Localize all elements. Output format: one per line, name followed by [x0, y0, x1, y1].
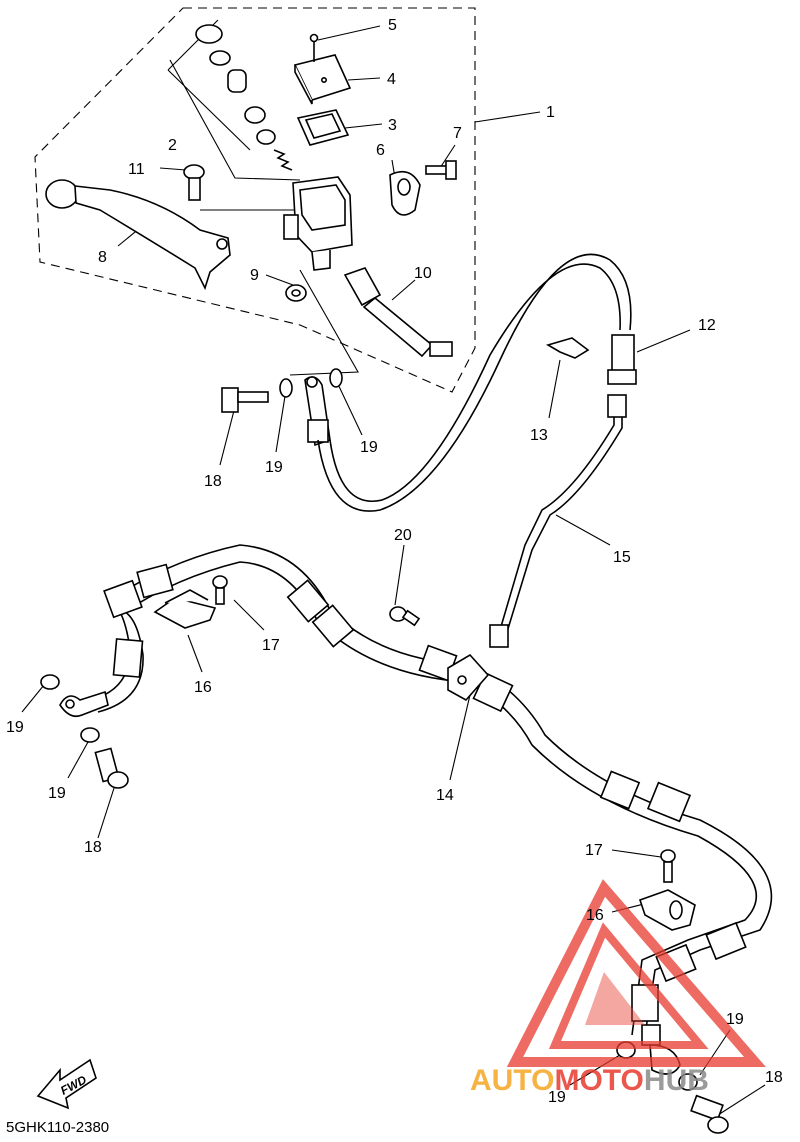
union-bolt: [221, 387, 269, 413]
holder-bolt-20: [389, 606, 421, 627]
reservoir-cap: [293, 33, 352, 105]
banjo-fitting-upper: [304, 376, 331, 447]
hose-corrugations: [103, 563, 747, 1022]
copper-washer: [279, 378, 293, 398]
banjo-fitting-left: [59, 690, 109, 718]
label-19-e: 19: [548, 1089, 566, 1106]
assembly-boundary: [34, 7, 476, 393]
label-19-a: 19: [265, 459, 283, 476]
pivot-bolt: [183, 164, 205, 201]
master-cylinder-body: [283, 176, 353, 271]
label-7: 7: [453, 125, 462, 142]
label-16-upper: 16: [194, 679, 212, 696]
diagram-code: 5GHK110-2380: [6, 1119, 109, 1136]
hose-clamp: [153, 589, 217, 629]
copper-washer: [80, 727, 100, 743]
label-17-lower: 17: [585, 842, 603, 859]
union-bolt: [690, 1094, 729, 1134]
label-19-d: 19: [48, 785, 66, 802]
label-9: 9: [250, 267, 259, 284]
label-10: 10: [414, 265, 432, 282]
brake-hose-upper: [317, 253, 632, 512]
watermark-text-hub: HUB: [644, 1064, 709, 1097]
union-bolt: [94, 747, 129, 789]
clamp-bolt: [660, 849, 676, 883]
label-19-c: 19: [6, 719, 24, 736]
label-15: 15: [613, 549, 631, 566]
copper-washer: [678, 1073, 698, 1091]
hose-holder: [447, 653, 490, 702]
pipe-nut: [607, 394, 627, 418]
label-14: 14: [436, 787, 454, 804]
label-8: 8: [98, 249, 107, 266]
label-4: 4: [387, 71, 396, 88]
watermark-text: AUTOMOTOHUB: [470, 1064, 709, 1097]
watermark-text-moto: MOTO: [554, 1064, 643, 1097]
label-18-right: 18: [765, 1069, 783, 1086]
label-19-b: 19: [360, 439, 378, 456]
watermark-text-auto: AUTO: [470, 1064, 554, 1097]
label-19-f: 19: [726, 1011, 744, 1028]
holder-bolt: [425, 160, 457, 180]
copper-washer: [40, 674, 60, 690]
forward-arrow-icon: [36, 1058, 97, 1110]
label-2: 2: [168, 137, 177, 154]
hose-clamp: [638, 889, 696, 931]
piston-kit: [195, 24, 293, 171]
nut: [285, 284, 307, 302]
label-12: 12: [698, 317, 716, 334]
brake-hose-upper-inner: [329, 263, 621, 502]
hose-joint: [607, 334, 637, 385]
label-13: 13: [530, 427, 548, 444]
holder-bracket: [389, 170, 421, 216]
brake-pipe: [499, 400, 615, 631]
label-17-upper: 17: [262, 637, 280, 654]
brake-hose-lower-inner: [97, 561, 758, 1036]
hose-clip: [545, 337, 590, 359]
label-18-upper: 18: [204, 473, 222, 490]
brake-pipe-inner: [506, 400, 623, 633]
brake-switch: [343, 267, 453, 358]
brake-lever: [45, 179, 231, 291]
label-5: 5: [388, 17, 397, 34]
diaphragm: [296, 109, 350, 146]
label-18-left: 18: [84, 839, 102, 856]
copper-washer: [329, 368, 343, 388]
part-labels: 1 2 3 4 5 6 7 8 9 10 11 12 13 14 15 16 1…: [6, 17, 783, 1106]
label-11: 11: [128, 161, 145, 178]
pipe-nut: [489, 624, 509, 648]
label-20: 20: [394, 527, 412, 544]
label-1: 1: [546, 104, 555, 121]
label-16-lower: 16: [586, 907, 604, 924]
clamp-bolt: [212, 575, 228, 605]
label-6: 6: [376, 142, 385, 159]
watermark-logo: [506, 879, 766, 1067]
label-3: 3: [388, 117, 397, 134]
